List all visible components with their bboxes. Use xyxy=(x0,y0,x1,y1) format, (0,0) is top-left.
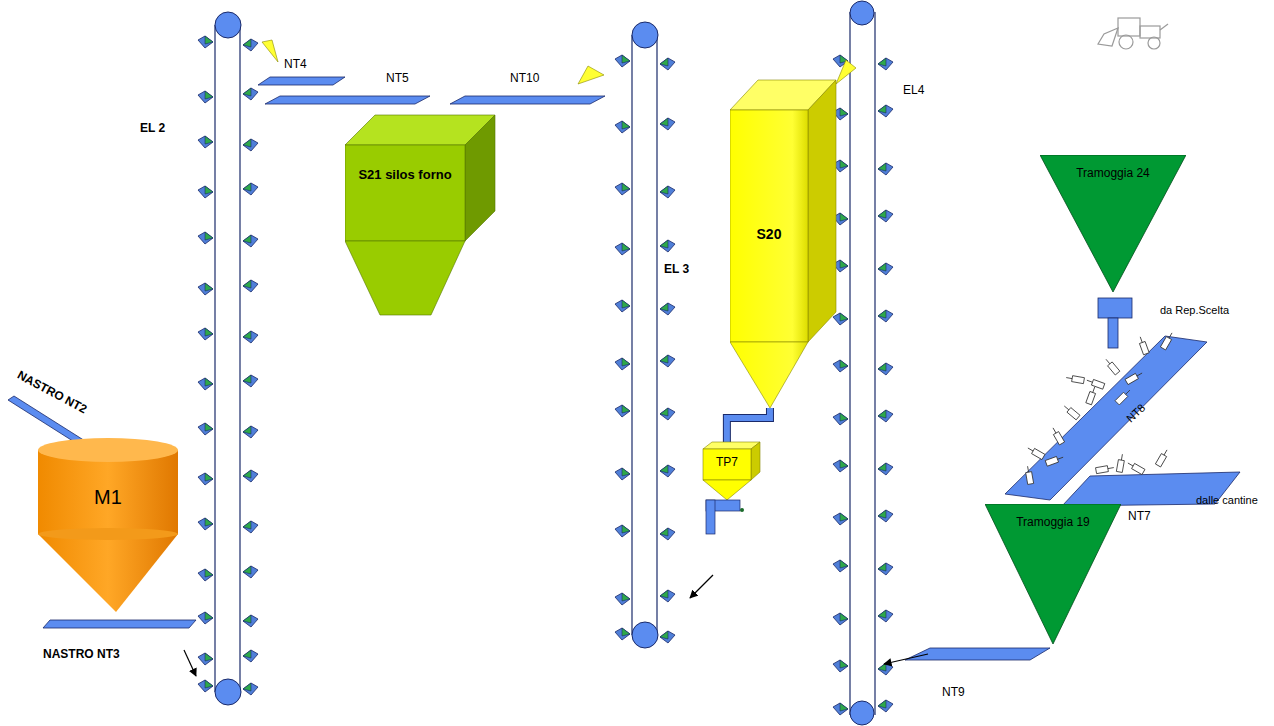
hopper-outlet xyxy=(1098,298,1132,348)
part-label: NT7 xyxy=(1128,510,1151,523)
part-label: EL4 xyxy=(903,84,924,97)
equipment-shape: M1 xyxy=(38,438,180,614)
equipment-name: TP7 xyxy=(703,456,751,470)
equipment-shape: TP7 xyxy=(700,440,764,538)
equipment-name: S20 xyxy=(734,226,804,242)
part-label: EL 3 xyxy=(664,263,689,276)
elevator-buckets xyxy=(198,36,893,715)
equipment-shape: Tramoggia 24 xyxy=(1040,155,1186,293)
equipment-name: Tramoggia 24 xyxy=(1060,167,1166,181)
discharge-chute xyxy=(262,40,856,84)
equipment-shape: S21 silos forno xyxy=(345,113,497,316)
flow-arrow xyxy=(184,575,928,676)
part-label: NT8 xyxy=(1124,401,1147,424)
part-label: NT4 xyxy=(284,58,307,71)
loader-icon xyxy=(1098,18,1168,49)
equipment-name: M1 xyxy=(48,486,168,509)
pipe-outline xyxy=(727,408,770,444)
part-label: NASTRO NT3 xyxy=(43,648,120,661)
bottles xyxy=(1025,331,1175,484)
part-label: dalle cantine xyxy=(1196,494,1258,506)
part-label: NASTRO NT2 xyxy=(15,369,89,417)
shape-outline xyxy=(345,113,497,316)
equipment-name: S21 silos forno xyxy=(349,168,461,183)
shape-outline xyxy=(730,78,838,410)
equipment-shape: Tramoggia 19 xyxy=(985,504,1121,646)
elevator-pulley xyxy=(215,1,874,725)
equipment-name: Tramoggia 19 xyxy=(1003,516,1103,530)
pipe-connector xyxy=(727,408,770,444)
part-label: NT10 xyxy=(510,72,539,85)
part-label: NT9 xyxy=(942,686,965,699)
part-label: EL 2 xyxy=(140,122,165,135)
part-label: da Rep.Scelta xyxy=(1160,304,1229,316)
shape-outline xyxy=(700,440,764,538)
part-label: NT5 xyxy=(386,72,409,85)
conveyor-belt xyxy=(8,77,1240,660)
shape-outline xyxy=(38,438,180,614)
elevator xyxy=(215,12,875,715)
equipment-shape: S20 xyxy=(730,78,838,410)
